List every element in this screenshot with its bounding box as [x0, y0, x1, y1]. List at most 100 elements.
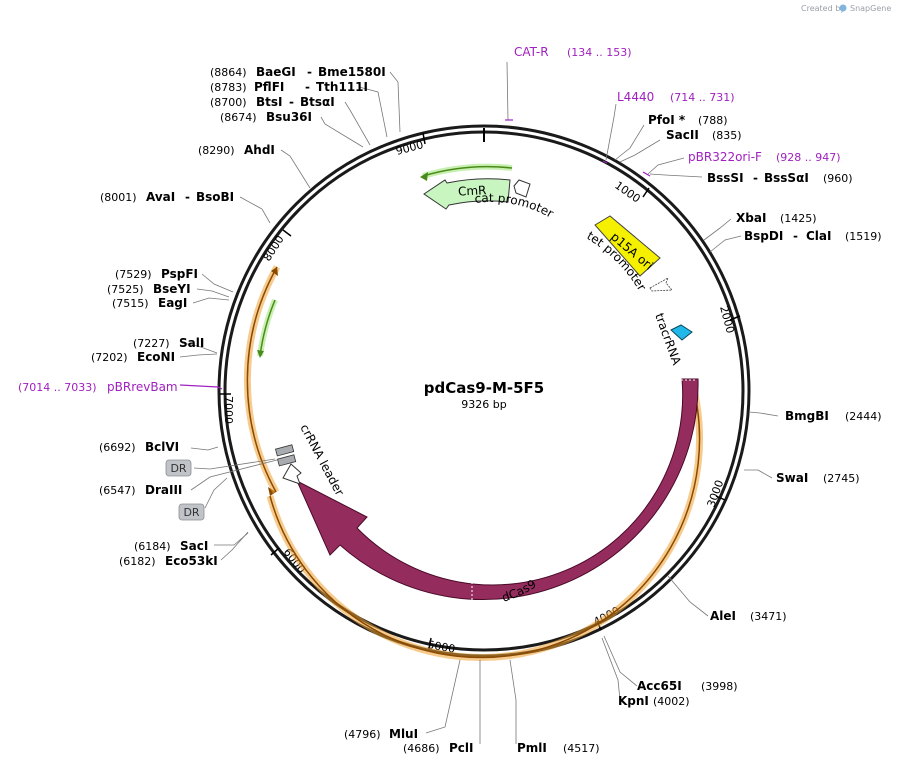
enzyme-ahdi[interactable]: AhdI: [244, 143, 275, 157]
enzyme-pos-eagi: (7515): [112, 297, 149, 310]
enzyme-pos-sali: (7227): [133, 337, 170, 350]
enzyme-acc65i[interactable]: Acc65I: [637, 679, 682, 693]
enzyme-eco53ki[interactable]: Eco53kI: [165, 554, 218, 568]
enzyme-baegi[interactable]: BaeGI: [256, 65, 296, 79]
enzyme-pos-swai: (2745): [823, 472, 860, 485]
enzyme-pfoi[interactable]: PfoI *: [648, 113, 686, 127]
enzyme-draiii[interactable]: DraIII: [145, 483, 182, 497]
enzyme-bsssi[interactable]: BssSI: [707, 171, 744, 185]
dr-box-1: [275, 444, 295, 457]
enzyme-pos-bsu36i: (8674): [220, 111, 257, 124]
primer-pbr322ori-f[interactable]: pBR322ori-F: [688, 150, 762, 164]
enzyme-sep-avai: -: [185, 190, 190, 204]
enzyme-pos-bseyi: (7525): [107, 283, 144, 296]
enzyme-pos-kpni: (4002): [653, 695, 690, 708]
enzyme-sep-bsssi: -: [753, 171, 758, 185]
enzyme-sep-btsi: -: [289, 95, 294, 109]
enzyme-tth111i[interactable]: Tth111I: [316, 80, 368, 94]
enzyme-pspfi[interactable]: PspFI: [161, 267, 198, 281]
primer-l4440[interactable]: L4440: [617, 90, 654, 104]
enzyme-mlui[interactable]: MluI: [389, 727, 418, 741]
enzyme-econi[interactable]: EcoNI: [137, 350, 175, 364]
enzyme-swai[interactable]: SwaI: [776, 471, 808, 485]
primer-l4440-range: (714 .. 731): [670, 91, 735, 104]
dr-labels: DR DR: [165, 459, 205, 521]
feature-label-cmr: CmR: [458, 183, 487, 198]
credit-prefix: Created by: [801, 4, 845, 13]
enzyme-sep-baegi: -: [307, 65, 312, 79]
enzyme-avai[interactable]: AvaI: [146, 190, 175, 204]
enzyme-btsi[interactable]: BtsI: [256, 95, 283, 109]
enzymes-bottom: (4796) MluI (4686) PclI PmlI (4517): [344, 727, 600, 755]
tick-label-2000: 2000: [717, 304, 737, 334]
feature-tracrrna[interactable]: tracrRNA: [652, 311, 693, 368]
dr-label-1: DR: [170, 462, 186, 475]
enzyme-pos-bsssi: (960): [823, 172, 853, 185]
enzyme-bmgbi[interactable]: BmgBI: [785, 409, 829, 423]
enzyme-pos-bmgbi: (2444): [845, 410, 882, 423]
enzyme-pos-pfoi: (788): [698, 114, 728, 127]
enzyme-bsobi[interactable]: BsoBI: [196, 190, 234, 204]
enzyme-btsalphai[interactable]: BtsαI: [300, 95, 335, 109]
enzyme-sali[interactable]: SalI: [179, 336, 204, 350]
enzyme-pos-econi: (7202): [91, 351, 128, 364]
enzyme-xbai[interactable]: XbaI: [736, 211, 766, 225]
primer-pbrrevbam[interactable]: pBRrevBam: [107, 380, 178, 394]
enzyme-saci[interactable]: SacI: [180, 539, 208, 553]
tick-label-8000: 8000: [261, 233, 287, 264]
feature-dcas9[interactable]: dCas9: [295, 378, 699, 606]
enzymes-right: PfoI * (788) SacII (835) BssSI - BssSαI …: [618, 113, 882, 708]
tet-promoter-arrow-icon: [649, 277, 673, 292]
enzyme-pos-sacii: (835): [712, 129, 742, 142]
dr-label-2: DR: [183, 506, 199, 519]
primer-cat-r-range: (134 .. 153): [567, 46, 632, 59]
dr-box-2: [277, 454, 297, 467]
enzyme-pos-pcli: (4686): [403, 742, 440, 755]
primer-pbrrevbam-range: (7014 .. 7033): [18, 381, 97, 394]
enzyme-bseyi[interactable]: BseYI: [153, 282, 191, 296]
primer-pbr322ori-f-range: (928 .. 947): [776, 151, 841, 164]
feature-label-dcas9: dCas9: [500, 577, 539, 605]
enzyme-kpni[interactable]: KpnI: [618, 694, 649, 708]
green-arcs: [257, 163, 513, 358]
enzyme-pos-btsi: (8700): [210, 96, 247, 109]
enzyme-sep-pflfi: -: [305, 80, 310, 94]
enzyme-pos-acc65i: (3998): [701, 680, 738, 693]
enzyme-clai[interactable]: ClaI: [806, 229, 831, 243]
feature-label-tracrrna: tracrRNA: [652, 311, 684, 367]
crrna-leader-arrow-icon: [282, 463, 302, 485]
enzyme-pos-xbai: (1425): [780, 212, 817, 225]
enzyme-pos-baegi: (8864): [210, 66, 247, 79]
enzyme-pcli[interactable]: PclI: [449, 741, 474, 755]
enzyme-bspdi[interactable]: BspDI: [744, 229, 783, 243]
plasmid-size: 9326 bp: [461, 398, 506, 411]
feature-cmr[interactable]: CmR cat promoter: [423, 178, 556, 221]
enzyme-bsssalphai[interactable]: BssSαI: [764, 171, 809, 185]
enzyme-pmli[interactable]: PmlI: [517, 741, 547, 755]
enzyme-pos-alei: (3471): [750, 610, 787, 623]
enzyme-sacii[interactable]: SacII: [666, 128, 699, 142]
enzyme-pos-bspdi: (1519): [845, 230, 882, 243]
orange-arcs: [243, 265, 704, 662]
enzyme-pos-bclvi: (6692): [99, 441, 136, 454]
cat-promoter-arrow-icon: [513, 179, 531, 198]
credit-brand: SnapGene: [850, 4, 891, 13]
enzyme-pos-pmli: (4517): [563, 742, 600, 755]
enzyme-sep-bspdi: -: [793, 229, 798, 243]
enzyme-pflfi[interactable]: PflFI: [254, 80, 284, 94]
enzyme-bclvi[interactable]: BclVI: [145, 440, 179, 454]
enzyme-bsu36i[interactable]: Bsu36I: [266, 110, 312, 124]
primer-markers: [179, 119, 651, 390]
snapgene-logo-icon: [839, 4, 847, 12]
enzyme-alei[interactable]: AleI: [710, 609, 736, 623]
enzyme-pos-saci: (6184): [134, 540, 171, 553]
tick-label-7000: 7000: [222, 396, 235, 424]
primer-cat-r[interactable]: CAT-R: [514, 45, 549, 59]
enzyme-pos-pflfi: (8783): [210, 81, 247, 94]
enzyme-eagi[interactable]: EagI: [158, 296, 187, 310]
enzyme-pos-pspfi: (7529): [115, 268, 152, 281]
enzyme-bme1580i[interactable]: Bme1580I: [318, 65, 386, 79]
primers: CAT-R (134 .. 153) L4440 (714 .. 731) pB…: [18, 45, 841, 394]
feature-crrna[interactable]: crRNA leader: [275, 422, 347, 498]
